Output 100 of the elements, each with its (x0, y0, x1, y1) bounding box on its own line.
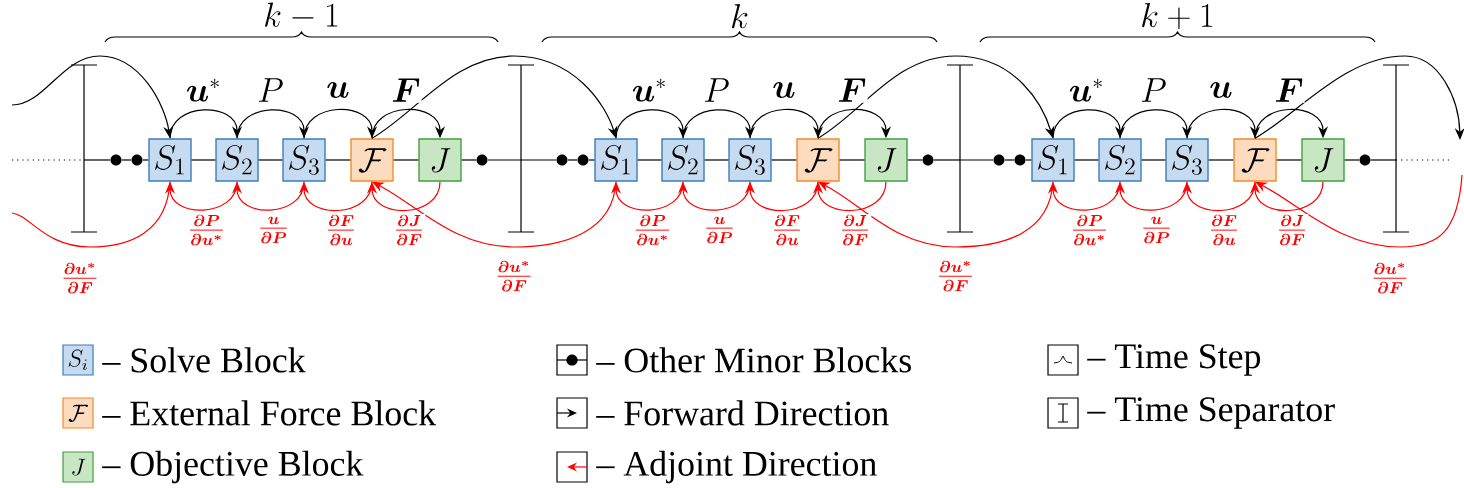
arrow (817, 108, 892, 139)
arrow (372, 181, 617, 248)
solve-block: $S_3$ (282, 138, 326, 182)
arrow (1186, 108, 1261, 139)
arrow (744, 181, 819, 212)
legend-label: – Time Separator (1087, 397, 1335, 429)
arrow (1254, 108, 1329, 139)
arrow (682, 109, 756, 139)
timeline-line (933, 159, 961, 161)
step-label: $k+1$ (1142, 2, 1213, 30)
objective-block: $J$ (418, 138, 462, 182)
objective-block: $J$ (864, 138, 908, 182)
objective-block: $J$ (1301, 138, 1345, 182)
solve-block: $S_1$ (1031, 138, 1075, 182)
force-block: $\mathcal{F}$ (1233, 138, 1277, 182)
edge-label: $\frac{\boldsymbol{u}}{\partial P}$ (702, 215, 737, 245)
edge-label: $P$ (256, 77, 285, 103)
solve-block: $S_2$ (661, 138, 705, 182)
step-label: $k$ (732, 4, 748, 29)
edge-label: $P$ (1139, 77, 1168, 103)
legend-label: – External Force Block (102, 400, 437, 426)
solve-block: $S_1$ (148, 138, 192, 182)
time-separator (70, 64, 98, 233)
timeline-line (959, 159, 994, 161)
force-block: $\mathcal{F}$ (796, 138, 840, 182)
time-separator (507, 64, 535, 233)
arrow (1114, 181, 1188, 211)
edge-label: $\frac{\boldsymbol{u}}{\partial P}$ (256, 215, 291, 245)
edge-label: $\boldsymbol{F}$ (1273, 77, 1305, 103)
force-block: $\mathcal{F}$ (350, 138, 394, 182)
arrow (236, 109, 310, 139)
arrow (169, 109, 243, 139)
arrow (1181, 181, 1256, 212)
timeline-line (637, 159, 662, 161)
edge-label: $\boldsymbol{u}$ (325, 81, 351, 99)
edge-label: $\frac{\partial J}{\partial \boldsymbol{F}}$ (392, 213, 426, 247)
arrow (366, 181, 441, 212)
arrow (371, 108, 446, 139)
adjoint-line (11, 181, 171, 248)
edge-label: $\frac{\partial \boldsymbol{u}^*}{\partial \boldsymbol{F}}$ (60, 261, 100, 295)
edge-label: $\boldsymbol{F}$ (390, 77, 422, 103)
time-separator (1382, 64, 1410, 233)
timeline-line (1276, 159, 1302, 161)
timeline-line (1025, 159, 1032, 161)
timeline-line (771, 159, 797, 161)
arrow (677, 181, 751, 211)
arrow (1047, 181, 1121, 211)
arrow (1255, 174, 1463, 248)
edge-label: $\boldsymbol{u}$ (1208, 81, 1234, 99)
edge-label: $\boldsymbol{u}^*$ (1067, 77, 1106, 103)
arrow (371, 55, 618, 139)
timeline-line (839, 159, 865, 161)
timeline-line (121, 159, 132, 161)
timeline-line (325, 159, 351, 161)
edge-label: $\frac{\partial \boldsymbol{u}^*}{\partial \boldsymbol{F}}$ (935, 259, 976, 293)
timeline-line (1004, 159, 1015, 161)
legend-label: – Forward Direction (596, 400, 889, 426)
timeline-line (461, 159, 477, 161)
edge-label: $\frac{\boldsymbol{u}}{\partial P}$ (1139, 215, 1174, 245)
legend-label: – Objective Block (102, 450, 364, 484)
edge-label: $\frac{\partial P}{\partial \boldsymbol{u}^*}$ (1069, 213, 1110, 247)
timeline-line (393, 159, 419, 161)
arrow (164, 181, 238, 211)
solve-block: $S_3$ (728, 138, 772, 182)
edge-label: $\frac{\partial P}{\partial \boldsymbol{u}^*}$ (632, 213, 673, 247)
edge-label: $\boldsymbol{F}$ (836, 77, 868, 103)
solve-block: $S_2$ (1098, 138, 1142, 182)
timeline-line (1344, 159, 1360, 161)
legend-label: – Time Step (1087, 344, 1261, 376)
arrow (1119, 109, 1193, 139)
arrow (303, 108, 378, 139)
step-label: $k-1$ (265, 2, 338, 27)
timeline-line (191, 159, 216, 161)
arrow (1249, 181, 1324, 212)
edge-label: $\frac{\partial \boldsymbol{F}}{\partial \boldsymbol{u}}$ (1207, 213, 1241, 247)
arrow (818, 181, 1054, 248)
timeline-line (142, 159, 149, 161)
edge-label: $\frac{\partial J}{\partial \boldsymbol{F}}$ (1275, 213, 1309, 247)
arrow (615, 109, 689, 139)
solve-block: $S_1$ (594, 138, 638, 182)
timeline-line (1074, 159, 1099, 161)
edge-label: $\frac{\partial \boldsymbol{F}}{\partial \boldsymbol{u}}$ (324, 213, 358, 247)
arrow (1052, 109, 1126, 139)
edge-label: $\frac{\partial P}{\partial \boldsymbol{u}^*}$ (186, 213, 227, 247)
timeline-line (588, 159, 595, 161)
solve-block: $S_3$ (1165, 138, 1209, 182)
arrow (817, 55, 1055, 139)
arrow (610, 181, 684, 211)
timeline-line (907, 159, 923, 161)
arrow (298, 181, 373, 212)
arrow (1254, 55, 1464, 140)
legend-label: – Other Minor Blocks (596, 347, 911, 373)
timeline-line (1370, 159, 1397, 161)
arrow (231, 181, 305, 211)
edge-label: $\boldsymbol{u}$ (771, 81, 797, 99)
solve-block: $S_2$ (215, 138, 259, 182)
timeline-line (487, 159, 522, 161)
timeline-line (520, 159, 557, 161)
legend-label: – Solve Block (102, 347, 306, 373)
timeline-line (258, 159, 283, 161)
